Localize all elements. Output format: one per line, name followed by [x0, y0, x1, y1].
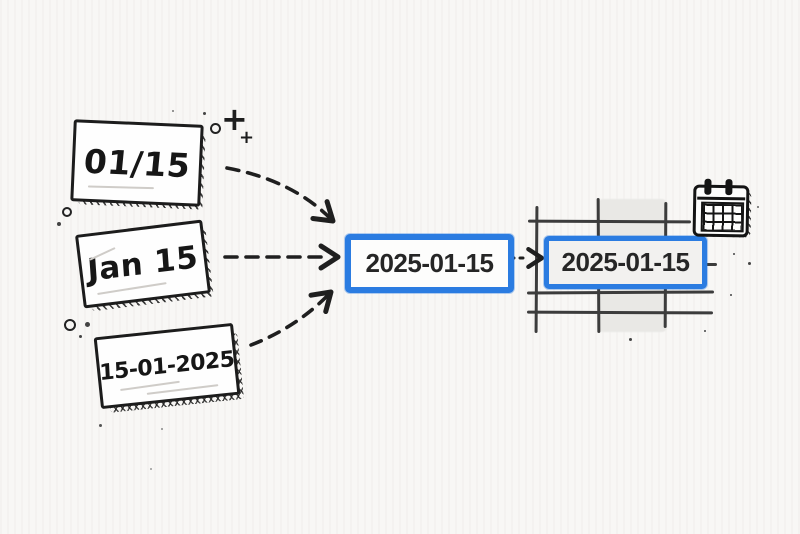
calendar-grid [700, 201, 745, 233]
ink-speck [757, 206, 759, 208]
ink-speck [79, 335, 82, 338]
plus-sparkle-icon: + [239, 127, 255, 148]
arrowhead-icon [310, 199, 336, 224]
ink-speck [748, 262, 751, 265]
normalized-date-text: 2025-01-15 [365, 248, 495, 278]
ink-ring [62, 207, 72, 217]
ink-speck [161, 428, 163, 430]
ink-speck [203, 112, 206, 115]
arrowhead-icon [318, 243, 341, 271]
arrowhead-icon [526, 246, 545, 270]
ink-speck [629, 338, 632, 341]
normalized-date-box: 2025-01-15 [345, 234, 514, 293]
calendar-ring [725, 179, 733, 196]
cell-date-text: 2025-01-15 [561, 247, 691, 277]
calendar-icon [692, 178, 750, 238]
ink-ring [64, 319, 76, 331]
ink-speck [99, 424, 102, 427]
ink-speck [172, 110, 174, 112]
calendar-ring [704, 178, 712, 195]
spreadsheet-date-cell: 2025-01-15 [544, 236, 707, 289]
ink-speck [57, 222, 61, 226]
arrowhead-icon [308, 289, 334, 315]
plus-sparkle-icon: + [221, 100, 248, 138]
ink-ring [210, 123, 221, 134]
ink-speck [730, 294, 732, 296]
ink-speck [704, 330, 706, 332]
dashed-arrow-icon [249, 292, 331, 347]
dashed-arrow-icon [225, 166, 333, 221]
ink-speck [150, 468, 152, 470]
ink-speck [733, 253, 735, 255]
calendar-header-line [697, 196, 746, 200]
ink-speck [85, 322, 90, 327]
